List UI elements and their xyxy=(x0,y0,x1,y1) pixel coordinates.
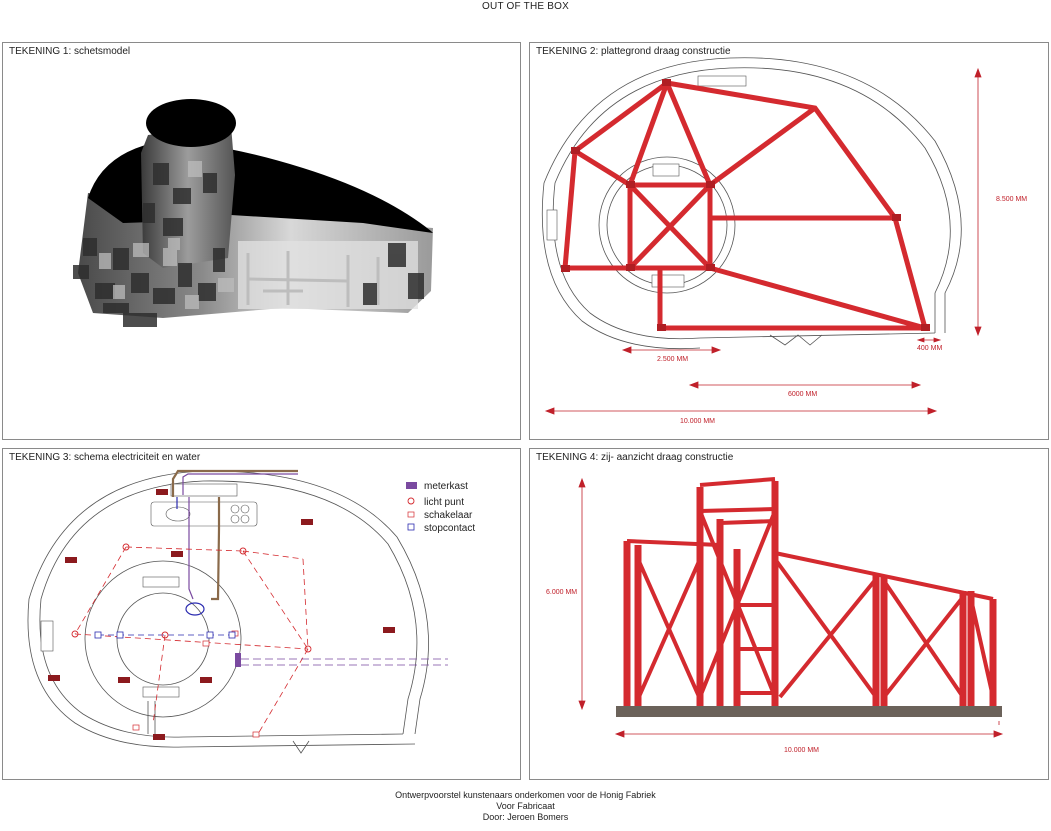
panel-floor-plan: TEKENING 2: plattegrond draag constructi… xyxy=(529,42,1049,440)
page-title: OUT OF THE BOX xyxy=(482,1,569,12)
legend-stopcontact: stopcontact xyxy=(424,523,475,534)
dim-plan-total: 10.000 MM xyxy=(680,418,715,425)
footer-line-3: Door: Jeroen Bomers xyxy=(482,812,569,822)
panel-electric-water: TEKENING 3: schema electriciteit en wate… xyxy=(2,448,521,780)
panel-elevation: TEKENING 4: zij- aanzicht draag construc… xyxy=(529,448,1049,780)
floor-plan-drawing: 8.500 MM 400 MM 2.500 MM 6000 MM 10.000 … xyxy=(541,57,1027,425)
footer-line-2: Voor Fabricaat xyxy=(496,801,555,811)
dim-plan-left: 2.500 MM xyxy=(657,356,688,363)
panel-title-sketch: TEKENING 1: schetsmodel xyxy=(9,46,131,57)
elevation-drawing: 6.000 MM 10.000 MM xyxy=(546,477,1004,754)
dim-plan-small: 400 MM xyxy=(917,345,942,352)
dim-plan-mid: 6000 MM xyxy=(788,391,817,398)
dim-plan-height: 8.500 MM xyxy=(996,196,1027,203)
dim-elevation-height: 6.000 MM xyxy=(546,589,577,596)
panel-title-elevation: TEKENING 4: zij- aanzicht draag construc… xyxy=(536,452,734,463)
legend-meterkast: meterkast xyxy=(424,481,468,492)
panel-sketch-model: TEKENING 1: schetsmodel xyxy=(2,42,521,440)
footer-line-1: Ontwerpvoorstel kunstenaars onderkomen v… xyxy=(395,790,656,800)
legend-schakelaar: schakelaar xyxy=(424,510,473,521)
panel-title-electric: TEKENING 3: schema electriciteit en wate… xyxy=(9,452,201,463)
ground-beam xyxy=(616,706,1002,717)
sketch-tower-top xyxy=(146,99,236,147)
dim-elevation-width: 10.000 MM xyxy=(784,747,819,754)
electric-water-drawing: meterkast licht punt schakelaar stopcont… xyxy=(27,469,475,754)
sketch-model-drawing xyxy=(73,99,433,327)
panel-title-plan: TEKENING 2: plattegrond draag constructi… xyxy=(536,46,731,57)
footer: Ontwerpvoorstel kunstenaars onderkomen v… xyxy=(0,790,1051,823)
legend-licht-punt: licht punt xyxy=(424,497,464,508)
